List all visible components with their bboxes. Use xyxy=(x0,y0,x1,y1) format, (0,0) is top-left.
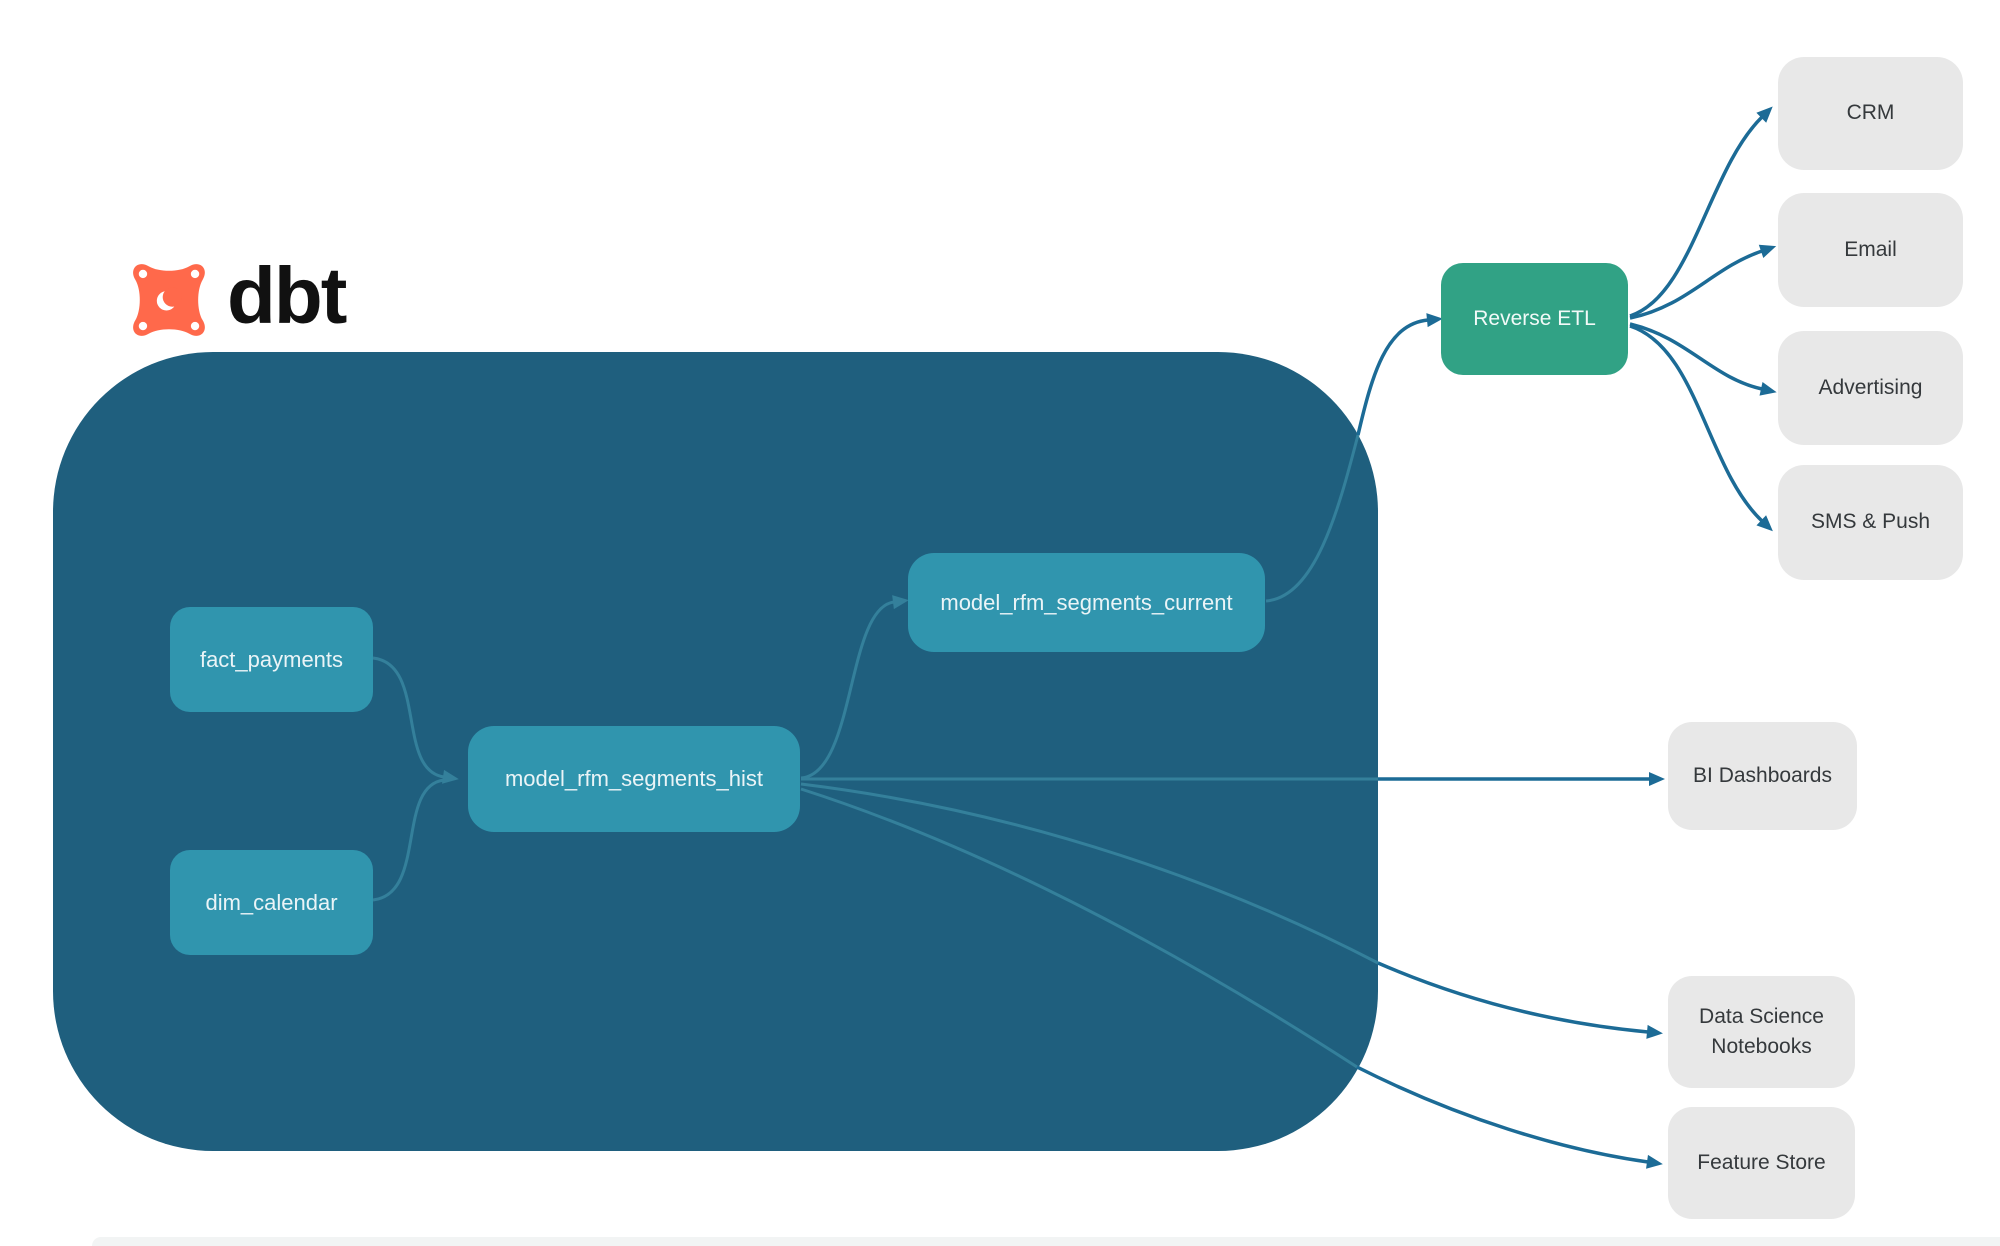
node-label: SMS & Push xyxy=(1810,510,1931,534)
node-data-science-notebooks: Data Science Notebooks xyxy=(1668,976,1855,1088)
dbt-flame-icon xyxy=(133,264,205,336)
node-crm: CRM xyxy=(1778,57,1963,170)
node-reverse-etl: Reverse ETL xyxy=(1441,263,1628,375)
node-label: Feature Store xyxy=(1697,1150,1826,1174)
node-label: Reverse ETL xyxy=(1473,307,1596,330)
edge-hist-to-feature-store xyxy=(1356,1065,1663,1169)
node-label: Data Science Notebooks xyxy=(1699,1004,1824,1058)
bottom-panel-edge xyxy=(92,1237,2000,1246)
node-dim-calendar: dim_calendar xyxy=(170,850,373,955)
node-sms-push: SMS & Push xyxy=(1778,465,1963,580)
edge-reverse-etl-to-email xyxy=(1629,244,1777,320)
edge-reverse-etl-to-crm xyxy=(1629,106,1773,318)
node-feature-store: Feature Store xyxy=(1668,1107,1855,1219)
edge-hist-to-data-science-notebooks xyxy=(1377,961,1663,1039)
edge-reverse-etl-to-sms-push xyxy=(1629,324,1773,532)
dbt-logo: dbt xyxy=(125,251,347,342)
node-model-rfm-segments-hist: model_rfm_segments_hist xyxy=(468,726,800,832)
node-advertising: Advertising xyxy=(1778,331,1963,445)
node-label: CRM xyxy=(1846,101,1895,125)
node-fact-payments: fact_payments xyxy=(170,607,373,712)
node-label: dim_calendar xyxy=(205,889,338,915)
node-label: model_rfm_segments_hist xyxy=(504,766,763,791)
node-model-rfm-segments-current: model_rfm_segments_current xyxy=(908,553,1265,652)
node-email: Email xyxy=(1778,193,1963,307)
node-label: Advertising xyxy=(1818,375,1923,399)
node-label: BI Dashboards xyxy=(1693,763,1832,787)
node-bi-dashboards: BI Dashboards xyxy=(1668,722,1857,830)
node-label: fact_payments xyxy=(199,646,344,672)
node-label: Email xyxy=(1844,237,1897,261)
edge-current-to-reverse-etl xyxy=(1356,313,1443,436)
node-label: model_rfm_segments_current xyxy=(940,589,1233,615)
edge-reverse-etl-to-advertising xyxy=(1629,322,1777,396)
dbt-wordmark: dbt xyxy=(227,251,347,340)
